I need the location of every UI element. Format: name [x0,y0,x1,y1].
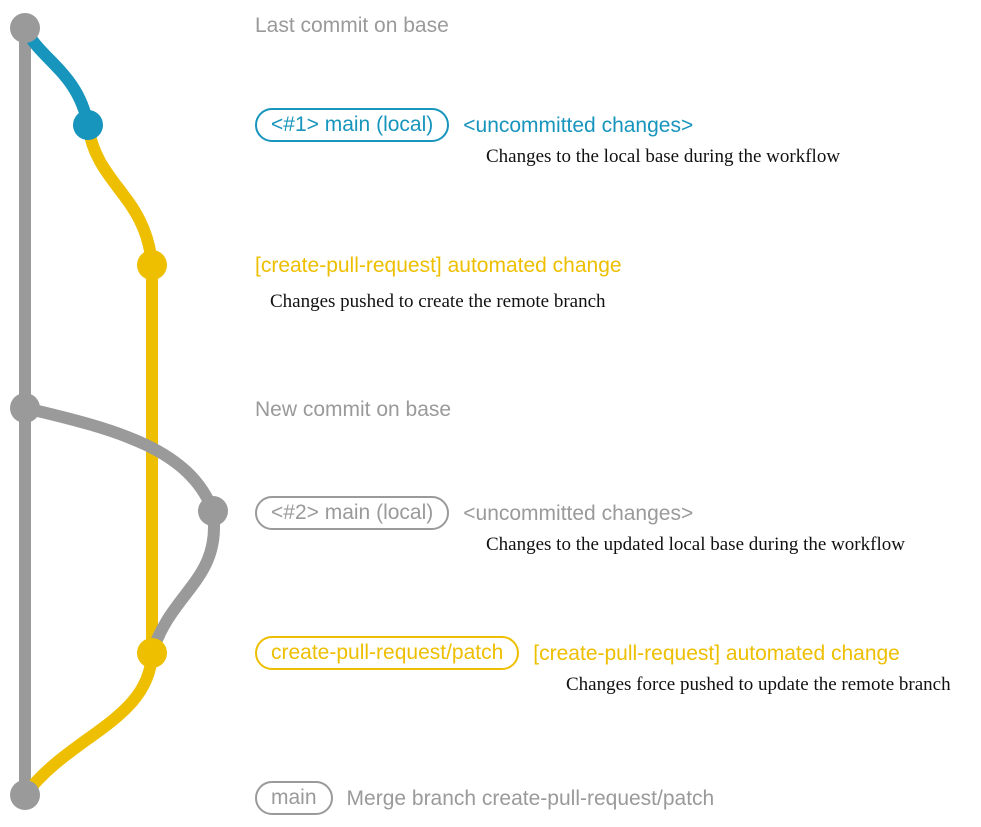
edge-local1-to-remote1 [82,119,158,271]
edge-remote2-to-merge [19,647,158,801]
row-remote-commit-2-headline: [create-pull-request] automated change [533,641,900,665]
node-remote-1[interactable] [137,250,167,280]
badge-main[interactable]: main [255,781,333,815]
node-base-top[interactable] [10,13,40,43]
row-local-commit-2: <#2> main (local) <uncommitted changes> [255,496,693,530]
edge-basenew-to-local2 [19,402,219,517]
row-remote-commit-1-description: Changes pushed to create the remote bran… [270,291,606,312]
badge-main-local-1[interactable]: <#1> main (local) [255,108,450,142]
badge-create-pull-request-patch[interactable]: create-pull-request/patch [255,636,520,670]
row-merge-commit-headline: Merge branch create-pull-request/patch [346,786,715,810]
row-remote-commit-1-headline: [create-pull-request] automated change [255,254,622,277]
row-merge-commit: main Merge branch create-pull-request/pa… [255,781,714,815]
row-new-commit-headline: New commit on base [255,398,452,421]
node-merge[interactable] [10,780,40,810]
edge-local2-to-remote2 [146,505,221,659]
node-local-2[interactable] [198,496,228,526]
badge-main-local-2[interactable]: <#2> main (local) [255,496,450,530]
node-remote-2[interactable] [137,638,167,668]
row-last-commit-headline: Last commit on base [255,14,449,37]
row-local-commit-1-description: Changes to the local base during the wor… [486,146,841,167]
row-remote-commit-2: create-pull-request/patch [create-pull-r… [255,636,900,670]
row-local-commit-2-headline: <uncommitted changes> [463,501,694,525]
row-local-commit-1-headline: <uncommitted changes> [463,113,694,137]
node-base-new[interactable] [10,393,40,423]
row-remote-commit-2-description: Changes force pushed to update the remot… [566,674,951,695]
row-local-commit-2-description: Changes to the updated local base during… [486,534,905,555]
edge-base-to-local1 [19,22,94,131]
node-local-1[interactable] [73,110,103,140]
row-local-commit-1: <#1> main (local) <uncommitted changes> [255,108,693,142]
